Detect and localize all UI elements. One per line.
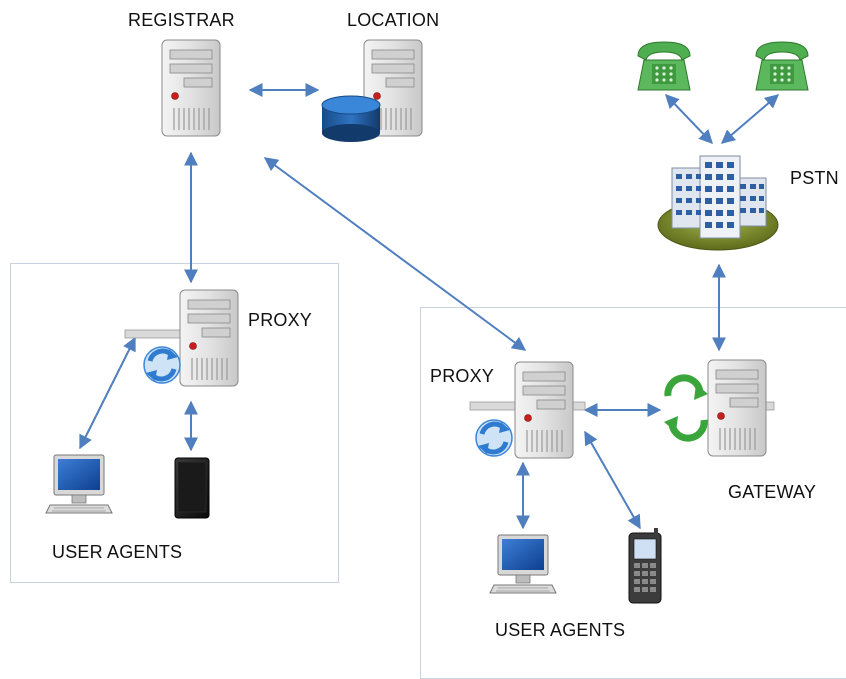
desktop-computer-icon-left (45, 454, 113, 514)
arrow-phone-left-pstn (665, 93, 713, 145)
database-icon (321, 95, 381, 142)
arrow-phone-right-pstn (720, 94, 780, 144)
telephone-icon-left (637, 41, 691, 91)
arrow-registrar-right-proxy (263, 157, 527, 351)
right-user-agents-label: USER AGENTS (495, 620, 626, 640)
sip-architecture-diagram (45, 39, 809, 604)
telephone-icon-right (755, 41, 809, 91)
left-user-agents-label: USER AGENTS (52, 542, 183, 562)
tablet-icon (174, 457, 210, 519)
arrow-left-proxy-desktop (79, 336, 136, 450)
refresh-icon-right (476, 420, 512, 456)
location-label: LOCATION (347, 10, 440, 30)
left-proxy-label: PROXY (248, 310, 313, 330)
connection-arrows (79, 83, 780, 530)
registrar-label: REGISTRAR (128, 10, 235, 30)
arrow-right-proxy-mobile (584, 430, 641, 530)
registrar-server-icon (161, 39, 221, 137)
building-icon (657, 155, 779, 251)
mobile-phone-icon (628, 528, 662, 604)
refresh-icon-left (144, 347, 180, 383)
left-proxy-server-icon (124, 289, 239, 387)
gateway-label: GATEWAY (728, 482, 817, 502)
right-proxy-server-icon (469, 361, 586, 459)
gateway-server-icon (664, 359, 775, 457)
left-network-box (10, 263, 339, 583)
right-proxy-label: PROXY (430, 366, 495, 386)
pstn-label: PSTN (790, 168, 839, 188)
desktop-computer-icon-right (489, 534, 557, 594)
green-refresh-icon (664, 374, 708, 442)
